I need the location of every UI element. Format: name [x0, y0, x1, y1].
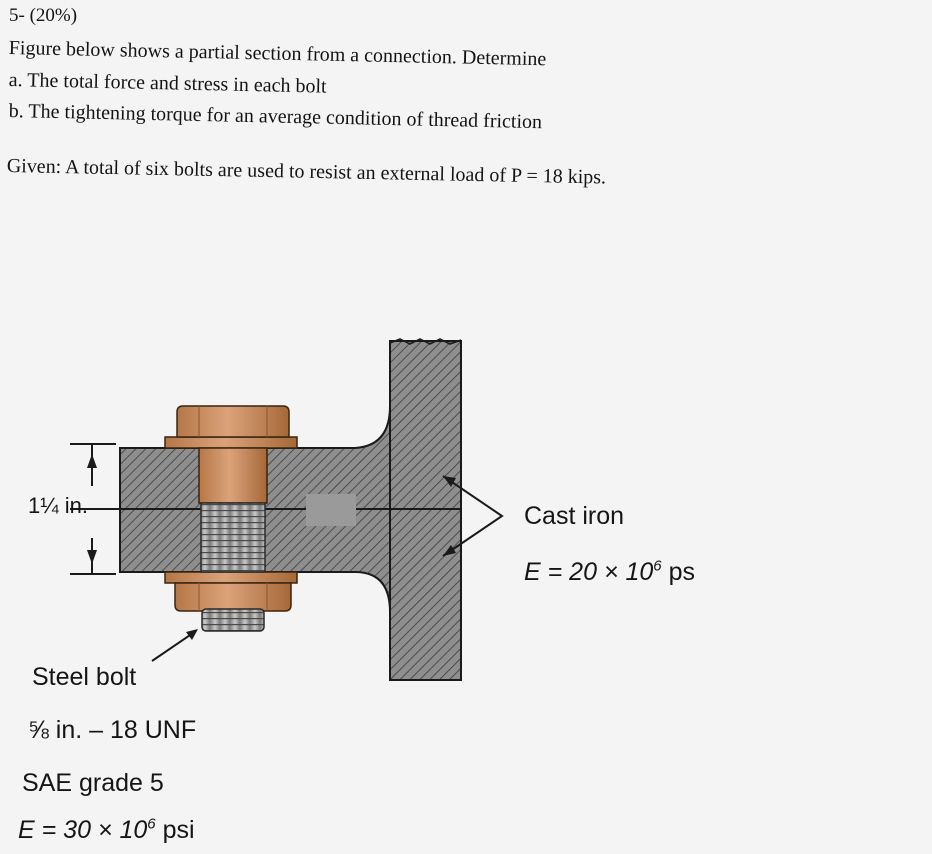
bolt-threads	[200, 502, 266, 573]
cast-iron-wall	[389, 338, 462, 681]
cast-iron-modulus-base: E = 20 × 10	[524, 558, 654, 586]
top-washer	[164, 436, 298, 449]
bolt-head	[176, 405, 290, 438]
nut	[174, 582, 292, 612]
cast-iron-modulus-unit: ps	[661, 558, 695, 586]
bolt-modulus: E = 30 × 106 psi	[18, 815, 195, 844]
bottom-washer	[164, 571, 298, 584]
bolt-size: ⅝ in. – 18 UNF	[28, 716, 197, 744]
cast-iron-modulus: E = 20 × 106 ps	[524, 557, 695, 586]
problem-number: 5- (20%)	[9, 5, 78, 26]
cast-iron-leader	[442, 475, 504, 557]
thickness-dimension	[70, 443, 116, 575]
cast-iron-modulus-exp: 6	[653, 557, 662, 575]
bolt-modulus-unit: psi	[155, 816, 195, 844]
cast-iron-label: Cast iron	[524, 502, 625, 530]
thickness-label: 1¼ in.	[28, 493, 88, 518]
bolt-end	[201, 608, 265, 632]
bolt-shank	[198, 447, 268, 504]
bolt-modulus-exp: 6	[147, 815, 156, 833]
bolt-modulus-base: E = 30 × 10	[18, 816, 148, 844]
gasket	[306, 494, 356, 526]
bolt-leader	[151, 630, 197, 662]
bolt-grade: SAE grade 5	[22, 769, 164, 797]
bolt-label: Steel bolt	[32, 663, 137, 691]
